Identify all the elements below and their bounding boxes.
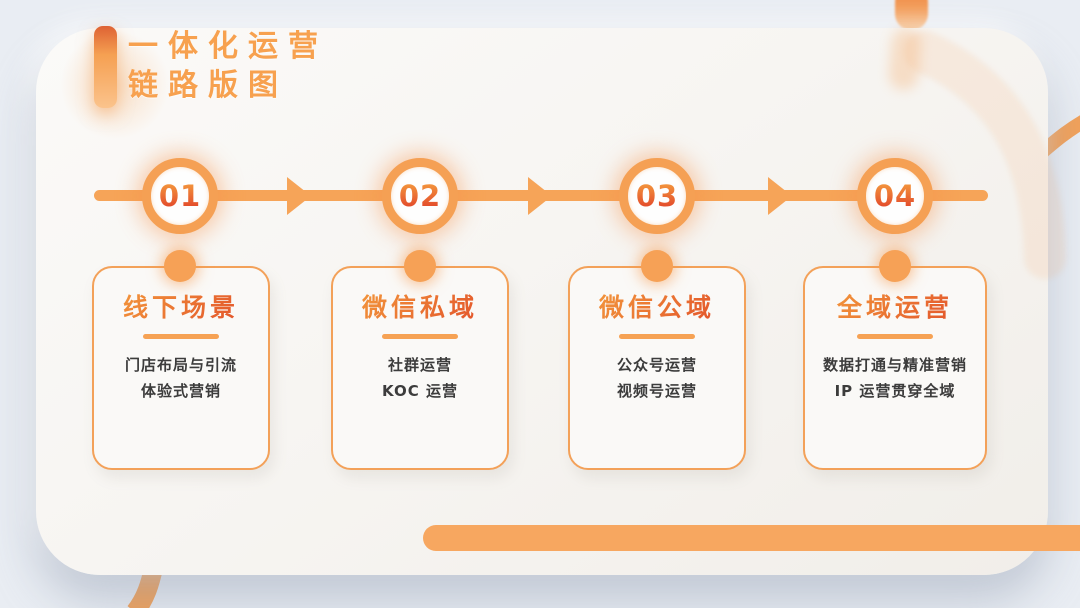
connector-dot bbox=[404, 250, 436, 282]
card-item: IP 运营贯穿全域 bbox=[834, 382, 956, 400]
slide-title: 一体化运营 链路版图 bbox=[128, 27, 328, 105]
step-card-offline-scene: 线下场景 门店布局与引流 体验式营销 bbox=[92, 266, 270, 470]
connector-dot bbox=[879, 250, 911, 282]
step-number: 03 bbox=[635, 179, 679, 213]
card-title: 微信私域 bbox=[333, 288, 507, 324]
bottom-accent-bar bbox=[423, 525, 1080, 551]
slide-title-line-1: 一体化运营 bbox=[128, 29, 328, 64]
card-item: 数据打通与精准营销 bbox=[822, 356, 967, 374]
step-circle-01: 01 bbox=[142, 158, 218, 234]
card-item: KOC 运营 bbox=[382, 382, 458, 400]
title-accent-bar bbox=[94, 26, 117, 108]
connector-dot bbox=[164, 250, 196, 282]
card-title: 微信公域 bbox=[570, 288, 744, 324]
card-title: 线下场景 bbox=[94, 288, 268, 324]
card-title: 全域运营 bbox=[805, 288, 985, 324]
connector-dot bbox=[641, 250, 673, 282]
step-number: 01 bbox=[158, 179, 202, 213]
arrow-right-icon bbox=[287, 177, 311, 215]
card-item: 体验式营销 bbox=[140, 382, 221, 400]
step-circle-03: 03 bbox=[619, 158, 695, 234]
card-item: 视频号运营 bbox=[616, 382, 697, 400]
card-divider bbox=[857, 334, 933, 339]
card-divider bbox=[143, 334, 219, 339]
step-number: 02 bbox=[398, 179, 442, 213]
card-item: 公众号运营 bbox=[616, 356, 697, 374]
step-circle-02: 02 bbox=[382, 158, 458, 234]
top-edge-stroke-decoration bbox=[895, 0, 928, 30]
step-card-omni-domain: 全域运营 数据打通与精准营销 IP 运营贯穿全域 bbox=[803, 266, 987, 470]
card-divider bbox=[382, 334, 458, 339]
step-card-wechat-private: 微信私域 社群运营 KOC 运营 bbox=[331, 266, 509, 470]
step-card-wechat-public: 微信公域 公众号运营 视频号运营 bbox=[568, 266, 746, 470]
card-item: 社群运营 bbox=[387, 356, 452, 374]
arrow-right-icon bbox=[528, 177, 552, 215]
slide-title-line-2: 链路版图 bbox=[128, 68, 288, 103]
card-item: 门店布局与引流 bbox=[124, 356, 237, 374]
card-divider bbox=[619, 334, 695, 339]
step-circle-04: 04 bbox=[857, 158, 933, 234]
step-number: 04 bbox=[873, 179, 917, 213]
arrow-right-icon bbox=[768, 177, 792, 215]
